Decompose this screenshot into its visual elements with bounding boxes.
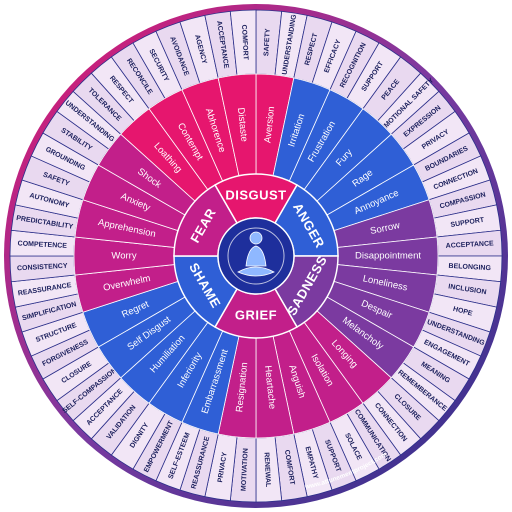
center-emblem — [217, 217, 295, 295]
emotion-label: Aversion — [262, 106, 277, 144]
core-emotion-label: DISGUST — [225, 187, 286, 202]
need-label: COMFORT — [240, 24, 249, 60]
need-label: CONSISTENCY — [17, 263, 68, 273]
emotion-label: Worry — [111, 251, 136, 262]
need-label: RENEWAL — [262, 452, 271, 488]
emotion-label: Resignation — [234, 362, 250, 413]
emotion-label: Heartache — [262, 365, 278, 410]
meditating-figure-icon — [237, 231, 275, 277]
need-label: MOTIVATION — [241, 448, 250, 491]
emotion-label: Disappointment — [355, 251, 421, 262]
emotion-label: Distaste — [235, 107, 250, 142]
need-label: COMPETENCE — [17, 240, 67, 250]
need-label: PRIVACY — [217, 451, 229, 483]
need-label: ACCEPTANCE — [446, 240, 495, 250]
need-label: HOPE — [452, 306, 473, 318]
need-label: SAFETY — [263, 28, 271, 56]
core-emotion-label: GRIEF — [235, 307, 277, 322]
need-label: BELONGING — [448, 263, 491, 272]
